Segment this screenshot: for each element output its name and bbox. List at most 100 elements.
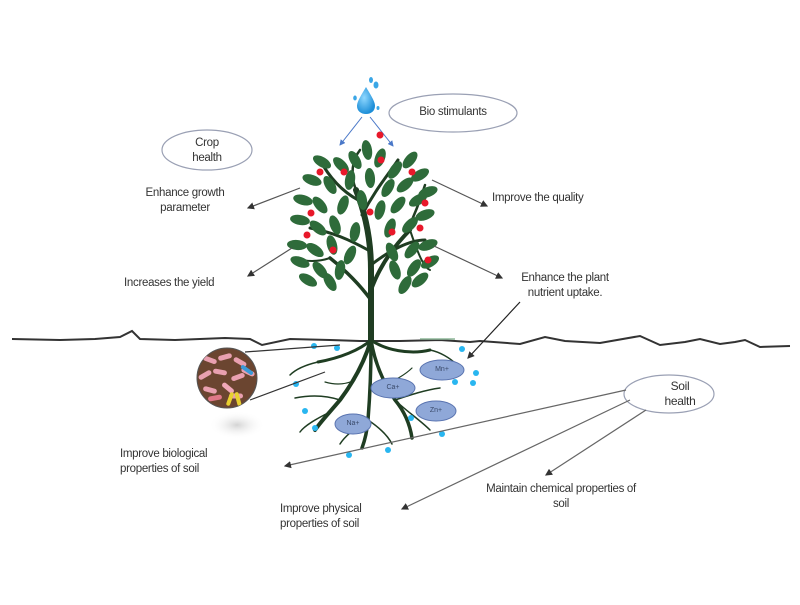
label-improve-biological-line1: Improve biological — [120, 448, 208, 460]
label-enhance-growth: Enhance growth parameter — [130, 186, 240, 216]
tree-leaf — [302, 174, 322, 186]
magnifier-line-bottom — [249, 371, 326, 401]
tree-leaf — [287, 239, 307, 251]
tree-leaf — [309, 220, 327, 236]
tree-leaf — [398, 275, 412, 295]
tree-leaf — [411, 272, 429, 288]
tree-leaf — [306, 242, 324, 258]
tree-berry — [376, 131, 384, 139]
tree-leaf — [323, 175, 337, 195]
tree-leaf — [329, 215, 341, 235]
microbe-bacterium-yellow — [234, 392, 242, 406]
stimulant-arrow-left — [339, 116, 363, 146]
ion-ca-label: Ca+ — [386, 384, 400, 391]
crop-health-oval — [161, 129, 253, 171]
microbe-bacterium — [203, 386, 217, 394]
plant-berries — [303, 131, 432, 264]
soil-health-line1: Soil — [670, 379, 690, 393]
tree-leaf — [298, 273, 318, 287]
soil-health-line2: health — [664, 394, 696, 408]
tree-berry — [303, 231, 311, 239]
water-dot — [408, 415, 414, 421]
microbe-bacterium-yellow — [226, 392, 234, 406]
tree-leaf — [312, 196, 328, 214]
arrow-enhance-uptake — [433, 245, 504, 279]
soil-microbes-magnifier — [196, 347, 258, 409]
tree-berry — [421, 199, 429, 207]
ion-mn-label: Mn+ — [435, 366, 449, 373]
label-enhance-growth-line2: parameter — [160, 202, 210, 214]
arrow-uptake-to-soil — [467, 301, 521, 359]
ion-zn-label: Zn+ — [429, 407, 443, 414]
ion-ca — [370, 377, 416, 399]
tree-leaf — [349, 222, 361, 242]
tree-leaf — [293, 194, 313, 206]
tree-berry — [388, 228, 396, 236]
tree-branch — [351, 148, 362, 192]
tree-root — [299, 411, 331, 433]
microbe-bacterium — [213, 368, 227, 376]
label-improve-quality: Improve the quality — [492, 192, 584, 204]
tree-leaf — [290, 214, 310, 226]
tree-leaf — [312, 261, 328, 279]
water-dot — [470, 380, 476, 386]
microbe-bacterium — [203, 355, 217, 365]
microbe-bacterium — [198, 370, 212, 380]
tree-root — [324, 379, 356, 385]
crop-health-line2: health — [192, 152, 222, 164]
magnifier-line-top — [244, 344, 341, 353]
tree-leaf — [385, 242, 399, 262]
tree-berry — [424, 256, 432, 264]
arrow-increases-yield — [246, 247, 293, 277]
microbe-bacterium-blue — [240, 365, 254, 375]
tree-root — [369, 338, 432, 354]
crop-health-line1: Crop — [195, 137, 219, 149]
water-drop-icon — [353, 77, 380, 114]
tree-leaf — [384, 218, 396, 238]
bio-stimulants-oval — [388, 93, 518, 133]
tree-leaf — [406, 259, 422, 277]
label-improve-biological: Improve biological properties of soil — [120, 447, 240, 477]
tree-berry — [408, 168, 416, 176]
tree-leaf — [410, 168, 430, 182]
water-dot — [385, 447, 391, 453]
ion-mn — [419, 359, 465, 381]
tree-leaf — [402, 217, 418, 233]
arrow-enhance-growth — [246, 187, 301, 210]
tree-leaf — [415, 209, 435, 221]
microbe-bacterium — [208, 394, 222, 402]
water-dot — [311, 343, 317, 349]
tree-leaf — [404, 241, 420, 259]
tree-leaf — [361, 140, 373, 160]
microbe-bacterium — [233, 357, 247, 367]
tree-root — [394, 399, 431, 431]
label-enhance-uptake: Enhance the plant nutrient uptake. — [505, 271, 625, 301]
microbe-bacterium — [222, 382, 234, 394]
tree-leaf — [364, 168, 376, 188]
label-maintain-chemical: Maintain chemical properties of soil — [476, 482, 646, 512]
bio-stimulants-label: Bio stimulants — [419, 106, 487, 118]
tree-leaf — [381, 178, 395, 198]
tree-leaf — [402, 151, 418, 169]
microbe-bacterium — [231, 372, 245, 382]
tree-berry — [366, 208, 374, 216]
label-enhance-growth-line1: Enhance growth — [145, 187, 225, 199]
tree-leaf — [374, 200, 386, 220]
tree-berry — [416, 224, 424, 232]
tree-leaf — [418, 239, 438, 251]
arrow-biological — [283, 389, 627, 469]
nutrient-ions — [334, 359, 465, 435]
label-enhance-uptake-line1: Enhance the plant — [521, 272, 609, 284]
tree-leaf — [290, 256, 310, 268]
microbe-shadow — [209, 411, 265, 439]
tree-leaf — [396, 177, 414, 193]
tree-branch — [328, 256, 373, 302]
arrow-improve-quality — [431, 179, 489, 207]
tree-root — [289, 361, 319, 376]
label-maintain-chemical-line1: Maintain chemical properties of — [486, 483, 636, 495]
water-dot — [459, 346, 465, 352]
label-enhance-uptake-line2: nutrient uptake. — [527, 287, 603, 299]
tree-leaf — [344, 170, 356, 190]
water-dot — [473, 370, 479, 376]
arrow-physical — [400, 399, 631, 510]
